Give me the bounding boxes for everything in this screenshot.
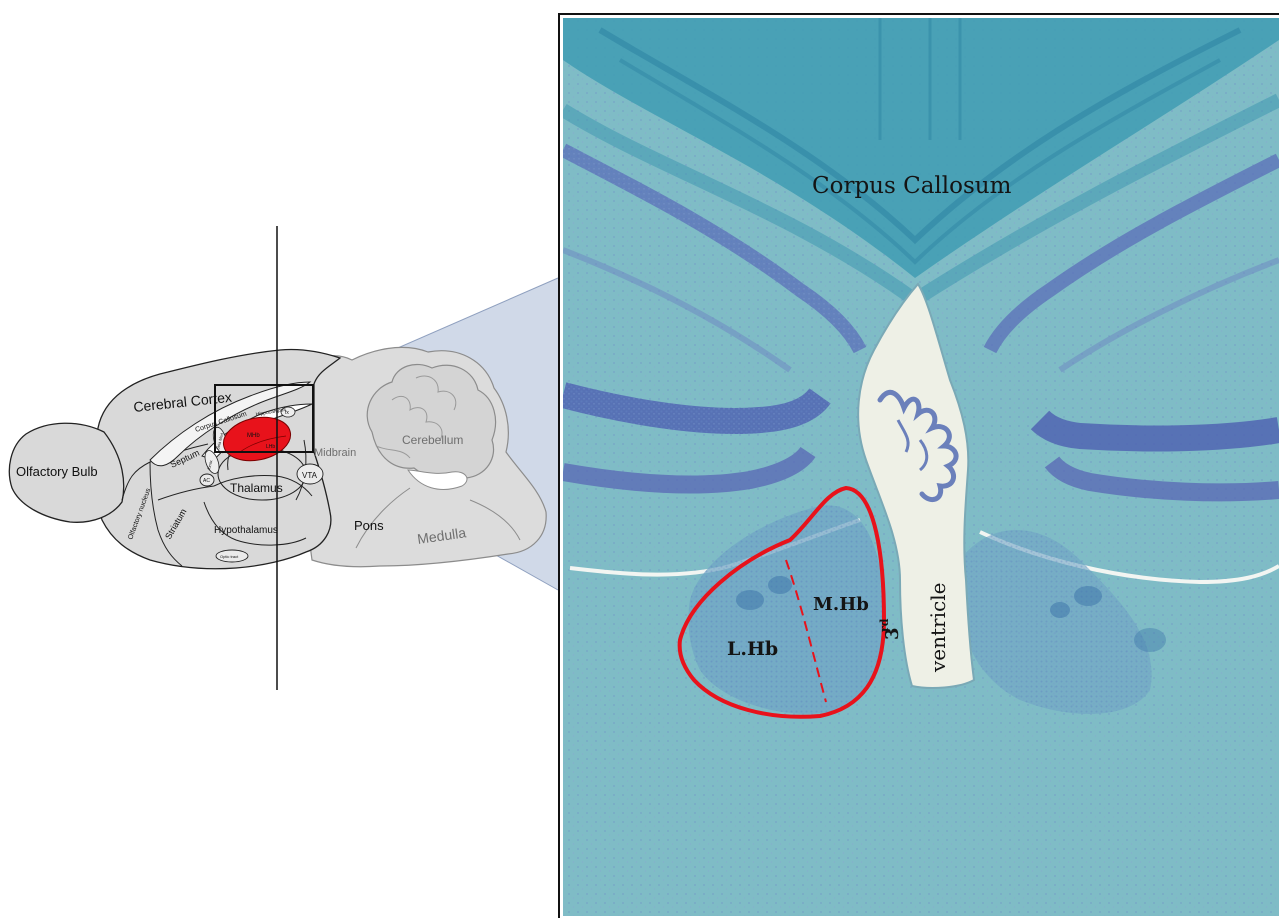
label-thalamus: Thalamus <box>230 481 283 495</box>
hist-label-ventricle: ventricle <box>926 583 950 673</box>
label-midbrain: Midbrain <box>314 447 356 459</box>
hist-label-corpus-callosum: Corpus Callosum <box>812 173 1012 199</box>
label-optic-tract: Optic tract <box>220 554 239 559</box>
hist-label-mhb: M.Hb <box>813 594 869 615</box>
label-mhb: MHb <box>247 433 260 439</box>
label-lhb: LHb <box>266 444 275 450</box>
histology-panel: Corpus Callosum L.Hb M.Hb 3 rd ventricle <box>559 14 1279 918</box>
sagittal-brain-schematic: Olfactory Bulb Cerebral Cortex Corpus Ca… <box>9 226 546 690</box>
label-olfactory-bulb: Olfactory Bulb <box>16 464 98 479</box>
label-pons: Pons <box>354 518 384 533</box>
label-hypothalamus: Hypothalamus <box>214 525 278 536</box>
hist-label-lhb: L.Hb <box>727 638 778 660</box>
hist-label-third-superscript: rd <box>878 618 891 632</box>
label-cerebellum: Cerebellum <box>402 433 463 447</box>
label-ac: AC <box>203 478 210 484</box>
label-fx: fx <box>285 410 289 416</box>
label-vta: VTA <box>302 471 318 480</box>
